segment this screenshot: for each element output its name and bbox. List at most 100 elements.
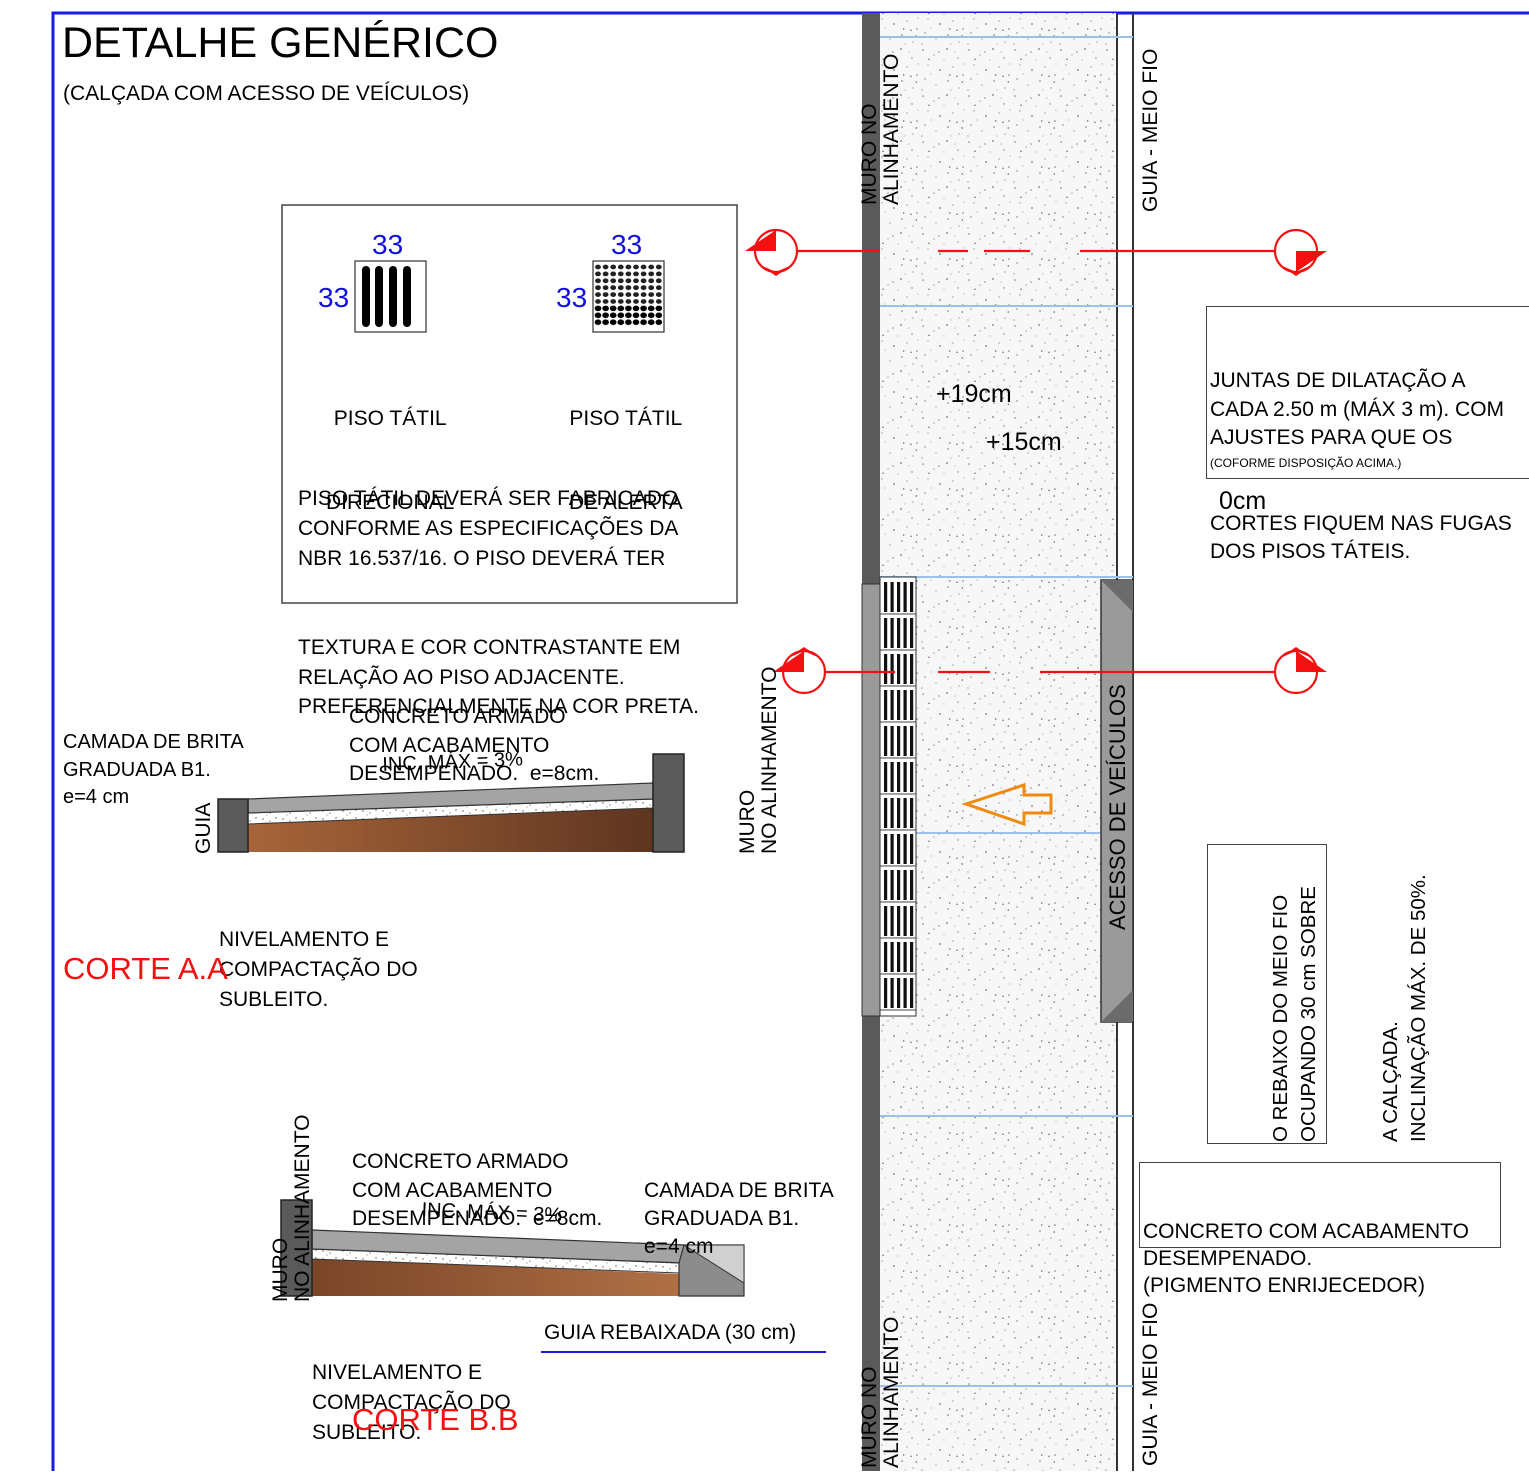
tactile-bar bbox=[897, 618, 901, 648]
sidewalk-plan bbox=[861, 13, 1134, 1471]
alert-dot bbox=[609, 291, 618, 299]
curb-note-box bbox=[1207, 844, 1327, 1144]
tactile-bar bbox=[884, 654, 888, 684]
alert-dot bbox=[655, 305, 663, 312]
tactile-alert-tile bbox=[592, 260, 665, 333]
alert-dot bbox=[593, 291, 603, 299]
section-b-title: CORTE B.B bbox=[352, 1402, 519, 1437]
alert-dot bbox=[593, 263, 603, 271]
alert-dot bbox=[601, 305, 610, 312]
alert-dot bbox=[594, 312, 602, 319]
tactile-bar bbox=[890, 942, 894, 972]
alert-dot bbox=[631, 291, 641, 299]
tactile-bar bbox=[910, 870, 914, 900]
tactile-bar bbox=[903, 762, 907, 792]
tactile-bar bbox=[890, 798, 894, 828]
directional-dim-side: 33 bbox=[318, 282, 350, 313]
alert-dot bbox=[601, 263, 610, 271]
level-19: +19cm bbox=[936, 380, 1012, 408]
alert-dot bbox=[616, 277, 625, 285]
sheet-frame bbox=[51, 11, 1529, 1471]
tactile-bar bbox=[890, 870, 894, 900]
alert-dot bbox=[647, 284, 656, 292]
tactile-bar bbox=[910, 726, 914, 756]
tactile-bar bbox=[910, 654, 914, 684]
tactile-bar bbox=[903, 654, 907, 684]
tactile-bar bbox=[903, 690, 907, 720]
alert-dot bbox=[631, 277, 641, 285]
tactile-bar bbox=[884, 582, 888, 612]
tactile-bar bbox=[884, 726, 888, 756]
tactile-bar bbox=[890, 618, 894, 648]
alert-dot bbox=[647, 319, 655, 326]
alert-dot bbox=[593, 284, 603, 292]
tactile-bar bbox=[903, 834, 907, 864]
alert-dot bbox=[624, 291, 633, 299]
lowered-curb bbox=[1100, 579, 1134, 1023]
alert-dot bbox=[655, 312, 663, 319]
alert-dot bbox=[639, 297, 648, 306]
alert-dim-top: 33 bbox=[611, 229, 643, 260]
alert-dot bbox=[647, 312, 655, 319]
section-b-drawing bbox=[280, 1199, 826, 1353]
tactile-bar bbox=[897, 906, 901, 936]
section-a-curb: GUIA bbox=[192, 802, 215, 854]
directional-label: PISO TÁTIL DIRECIONAL bbox=[326, 407, 455, 514]
tactile-bar bbox=[897, 942, 901, 972]
tactile-bar bbox=[903, 942, 907, 972]
cut-line-b bbox=[773, 647, 1327, 695]
alert-dot bbox=[616, 263, 625, 271]
tactile-bar bbox=[910, 582, 914, 612]
tactile-bar bbox=[910, 618, 914, 648]
joints-note-box bbox=[1206, 306, 1529, 479]
alert-dot bbox=[654, 284, 663, 292]
cut-line-a bbox=[745, 228, 1327, 276]
tactile-bar bbox=[890, 726, 894, 756]
alert-dot bbox=[593, 297, 603, 306]
section-a-slope: INC. MÁX = 3% bbox=[381, 748, 524, 776]
alert-dot bbox=[639, 277, 648, 285]
alert-dot bbox=[616, 270, 625, 278]
tactile-bar bbox=[884, 690, 888, 720]
tactile-bar bbox=[890, 834, 894, 864]
alert-dot bbox=[609, 305, 617, 312]
tactile-bar bbox=[890, 906, 894, 936]
tactile-bar bbox=[897, 870, 901, 900]
alert-dot bbox=[639, 291, 648, 299]
section-a-drawing bbox=[217, 753, 685, 853]
alert-dot bbox=[609, 263, 618, 271]
tactile-bar bbox=[903, 726, 907, 756]
tactile-bar bbox=[890, 978, 894, 1008]
tactile-bar bbox=[897, 798, 901, 828]
concrete-note-box bbox=[1139, 1162, 1501, 1248]
section-b-slope: INC. MÁX = 3% bbox=[421, 1199, 563, 1227]
alert-dot bbox=[624, 270, 633, 278]
expansion-joints bbox=[880, 36, 1133, 1387]
section-a-title: CORTE A.A bbox=[63, 951, 228, 986]
alert-dot bbox=[624, 277, 633, 285]
tactile-bar bbox=[903, 582, 907, 612]
tactile-bar bbox=[890, 582, 894, 612]
alert-dot bbox=[654, 297, 663, 306]
level-15: +15cm bbox=[986, 428, 1062, 456]
alert-dot bbox=[594, 305, 602, 312]
alert-dot bbox=[639, 270, 648, 278]
alert-dot bbox=[601, 270, 610, 278]
alert-dot bbox=[617, 312, 625, 319]
tactile-bar bbox=[910, 906, 914, 936]
alert-dot bbox=[632, 312, 640, 319]
alert-dot bbox=[594, 319, 602, 326]
alert-dot bbox=[647, 263, 656, 271]
tactile-bar bbox=[884, 870, 888, 900]
alert-dot bbox=[647, 277, 656, 285]
tactile-bar bbox=[903, 906, 907, 936]
tactile-bar bbox=[890, 690, 894, 720]
alert-dot bbox=[647, 305, 655, 312]
